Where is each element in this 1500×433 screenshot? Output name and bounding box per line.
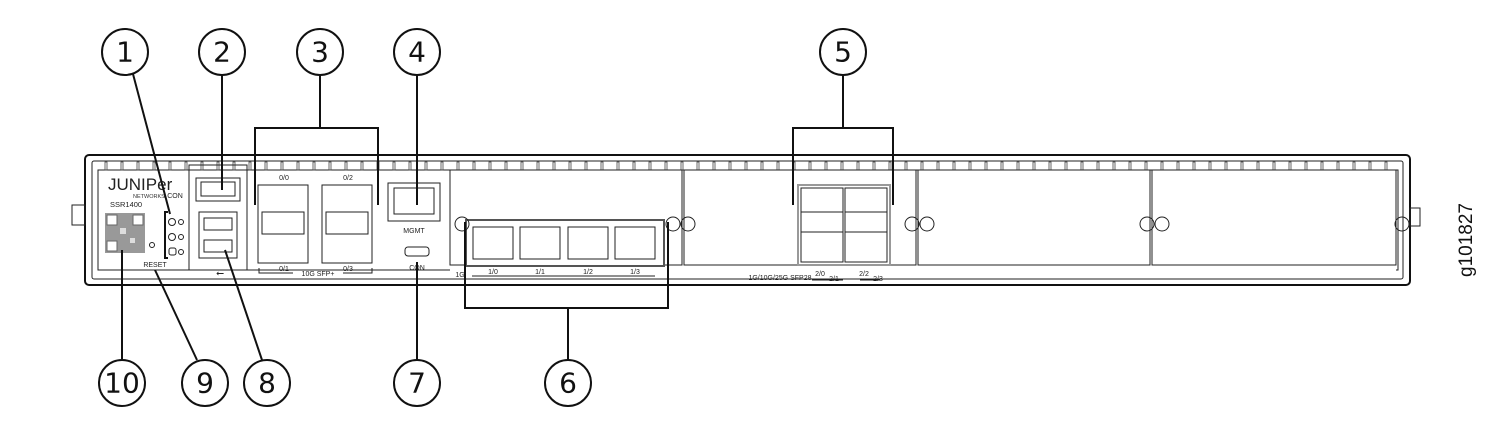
vent-slot [216,161,220,171]
vent-slot [392,161,396,171]
con-led-label: CON [167,193,183,200]
svg-text:2: 2 [213,36,231,69]
port-label-1-1: 1/1 [535,269,545,276]
sfp28-ports[interactable] [797,184,891,266]
vent-slot [424,161,428,171]
svg-text:9: 9 [196,367,214,400]
console-rj45-port[interactable] [195,177,241,202]
rj45-ports[interactable] [465,219,665,267]
svg-text:5: 5 [834,36,852,69]
port-label-1-0: 1/0 [488,269,498,276]
vent-slot [312,161,316,171]
storage-led [178,249,184,255]
mini-usb-console-port[interactable] [404,246,430,257]
vent-slot [104,161,108,171]
power-led [178,219,184,225]
port-label-0-1: 0/1 [279,266,289,273]
vent-slot [440,161,444,171]
port-label-2-3: 2/3 [873,276,883,283]
screws [454,216,1410,232]
brand-subtitle: NETWORKS [133,194,165,200]
vent-slot [200,161,204,171]
vent-slot [408,161,412,171]
port-label-2-1: 2/1 [829,276,839,283]
right-mount-ear [1409,207,1421,227]
rj45-prefix-label: 1G [455,272,464,279]
port-label-0-3: 0/3 [343,266,353,273]
callout-5: 5 [819,28,867,76]
vent-slot [296,161,300,171]
vent-slot [328,161,332,171]
svg-text:3: 3 [311,36,329,69]
left-mount-ear [71,204,86,226]
callout-4: 4 [393,28,441,76]
svg-text:6: 6 [559,367,577,400]
status-leds [164,211,184,259]
mgmt-label: MGMT [403,228,425,235]
port-label-2-2: 2/2 [859,271,869,278]
sfp-plus-label: 10G SFP+ [302,271,335,278]
svg-text:7: 7 [408,367,426,400]
callout-1: 1 [101,28,149,76]
callout-3: 3 [296,28,344,76]
usb-icon: ⭠ [216,268,224,279]
vent-slot [184,161,188,171]
svg-text:10: 10 [104,367,140,400]
svg-text:4: 4 [408,36,426,69]
callout-10: 10 [98,359,146,407]
vent-slot [280,161,284,171]
vent-slot [152,161,156,171]
callout-6: 6 [544,359,592,407]
vent-slot [360,161,364,171]
label-strip [450,266,1396,278]
qr-code [105,213,145,253]
storage-icon [168,247,177,256]
brand-logo: JUNIPer [108,175,173,194]
vent-slot [136,161,140,171]
reset-button[interactable] [149,242,155,248]
callout-8: 8 [243,359,291,407]
usb-ports[interactable] [198,211,238,259]
vent-slot [232,161,236,171]
callout-9: 9 [181,359,229,407]
sfp28-label: 1G/10G/25G SFP28 [748,275,811,282]
vent-slot [344,161,348,171]
mgmt-port[interactable] [387,182,441,222]
status-led [178,234,184,240]
port-label-1-3: 1/3 [630,269,640,276]
callout-2: 2 [198,28,246,76]
port-label-0-0: 0/0 [279,175,289,182]
sfp-plus-ports[interactable] [257,184,373,264]
power-icon [168,218,176,226]
vent-slot [168,161,172,171]
leader-lines [121,73,894,361]
figure-id: g101827 [1456,203,1477,277]
port-label-0-2: 0/2 [343,175,353,182]
vent-slot [264,161,268,171]
callout-7: 7 [393,359,441,407]
port-label-2-0: 2/0 [815,271,825,278]
model-label: SSR1400 [110,200,142,209]
svg-text:8: 8 [258,367,276,400]
vent-slot [248,161,252,171]
port-label-1-2: 1/2 [583,269,593,276]
reset-label: RESET [143,262,167,269]
vent-slot [120,161,124,171]
svg-text:1: 1 [116,36,134,69]
status-icon [168,233,176,241]
